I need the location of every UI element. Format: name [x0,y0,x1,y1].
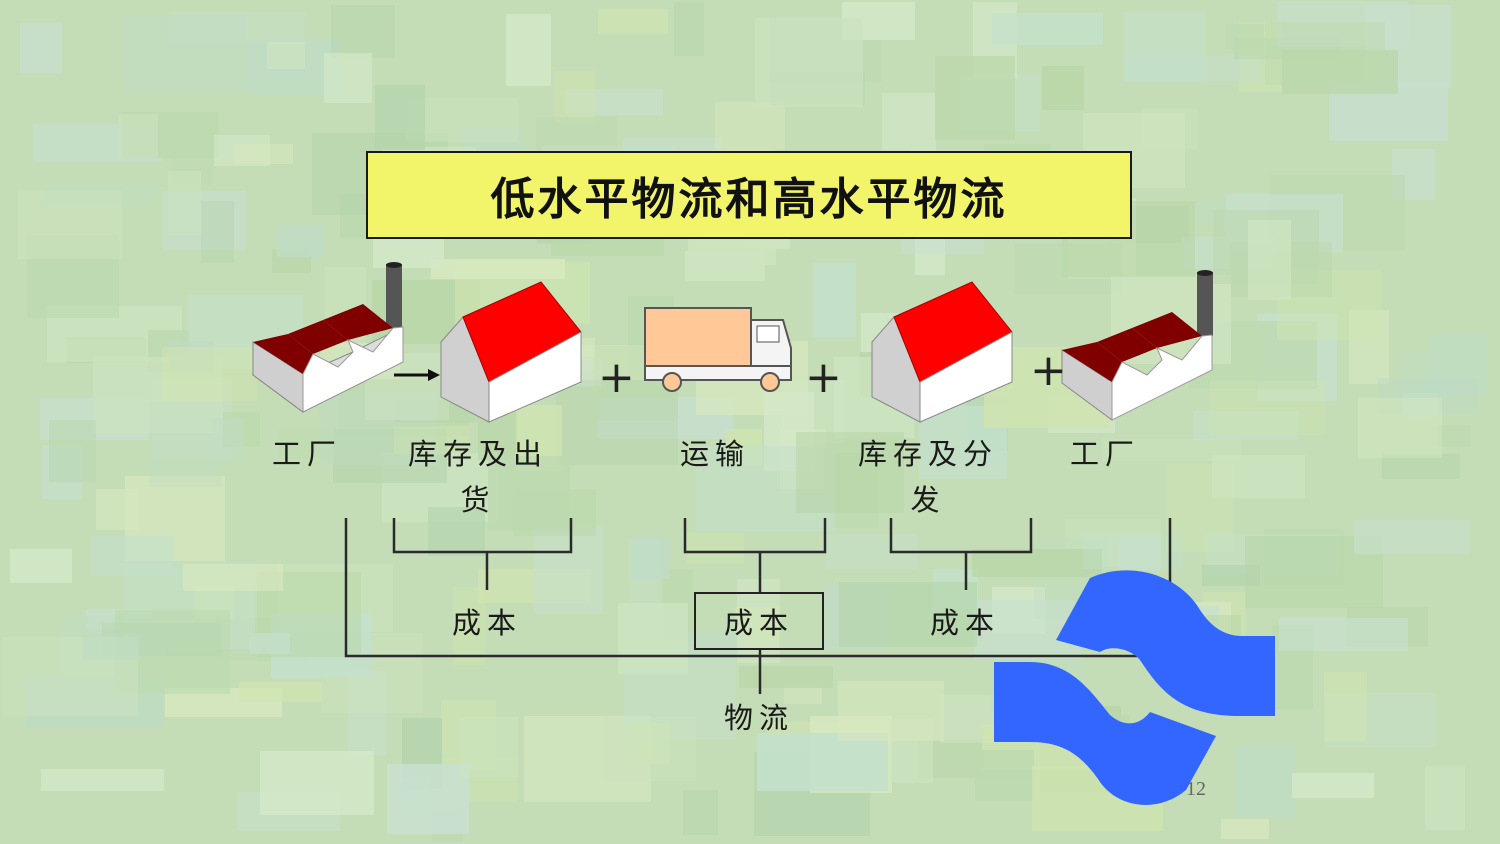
warehouse-icon [440,281,582,423]
factory-icon [251,262,404,413]
page-title: 低水平物流和高水平物流 [490,174,1008,225]
factory-icon [1061,270,1213,421]
title-box: 低水平物流和高水平物流 [366,151,1132,239]
label-logistics: 物流 [723,701,794,735]
label-cost-2: 成本 [723,606,794,640]
label-factory-right: 工厂 [1069,437,1140,471]
label-warehouse-dist-1: 库存及分 [857,437,998,471]
bracket-cost-2 [683,518,827,592]
label-cost-3: 成本 [929,606,1000,640]
bracket-cost-3 [889,518,1033,590]
truck-icon [644,307,792,392]
label-transport: 运输 [679,437,750,471]
arrow-icon [394,369,440,381]
label-warehouse-out-2: 货 [460,483,496,517]
plus-operator: + [598,352,635,403]
cycle-arrows-icon [994,570,1275,805]
warehouse-icon [871,281,1013,423]
label-factory-left: 工厂 [271,437,342,471]
label-cost-1: 成本 [451,606,522,640]
plus-operator: + [1030,345,1067,396]
label-warehouse-dist-2: 发 [910,483,946,517]
plus-operator: + [805,352,842,403]
bracket-cost-1 [392,518,573,590]
cost-box [694,592,824,650]
label-warehouse-out-1: 库存及出 [407,437,548,471]
page-number: 12 [1186,778,1206,800]
